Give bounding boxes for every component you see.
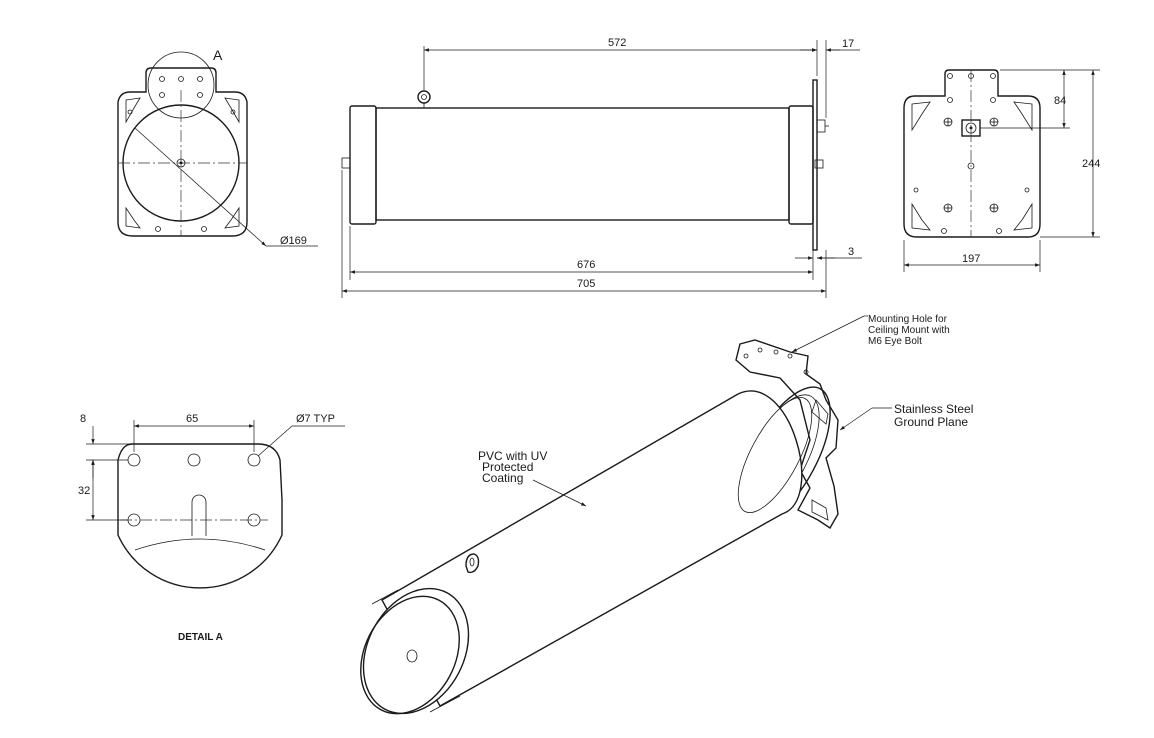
isometric-view: PVC with UV Protected Coating Mounting H… — [360, 314, 977, 715]
detail-circle-a — [147, 51, 215, 119]
side-view: 572 17 676 705 3 — [341, 37, 862, 298]
detail-a-view: 65 8 32 Ø7 TYP DETAIL A — [78, 413, 345, 643]
dim-572: 572 — [608, 37, 626, 49]
dim-705: 705 — [577, 278, 595, 290]
dim-17: 17 — [842, 38, 854, 50]
dim-8: 8 — [80, 413, 86, 425]
dim-244: 244 — [1082, 158, 1100, 170]
dim-3: 3 — [848, 246, 854, 258]
dim-diameter-169: Ø169 — [280, 235, 307, 247]
view-label-a: A — [213, 47, 223, 63]
callout-pvc: PVC with UV Protected Coating — [478, 449, 551, 485]
dim-65: 65 — [186, 413, 198, 425]
end-view-left: A Ø169 — [117, 47, 318, 247]
dim-676: 676 — [577, 259, 595, 271]
callout-ground-plane: Stainless Steel Ground Plane — [894, 402, 977, 429]
dim-84: 84 — [1054, 95, 1066, 107]
end-view-right: 84 244 197 — [903, 69, 1100, 272]
dim-32: 32 — [78, 485, 90, 497]
callout-mounting-hole: Mounting Hole for Ceiling Mount with M6 … — [868, 314, 953, 347]
dim-197: 197 — [962, 253, 980, 265]
dim-7-typ: Ø7 TYP — [296, 413, 335, 425]
detail-a-label: DETAIL A — [178, 632, 223, 643]
